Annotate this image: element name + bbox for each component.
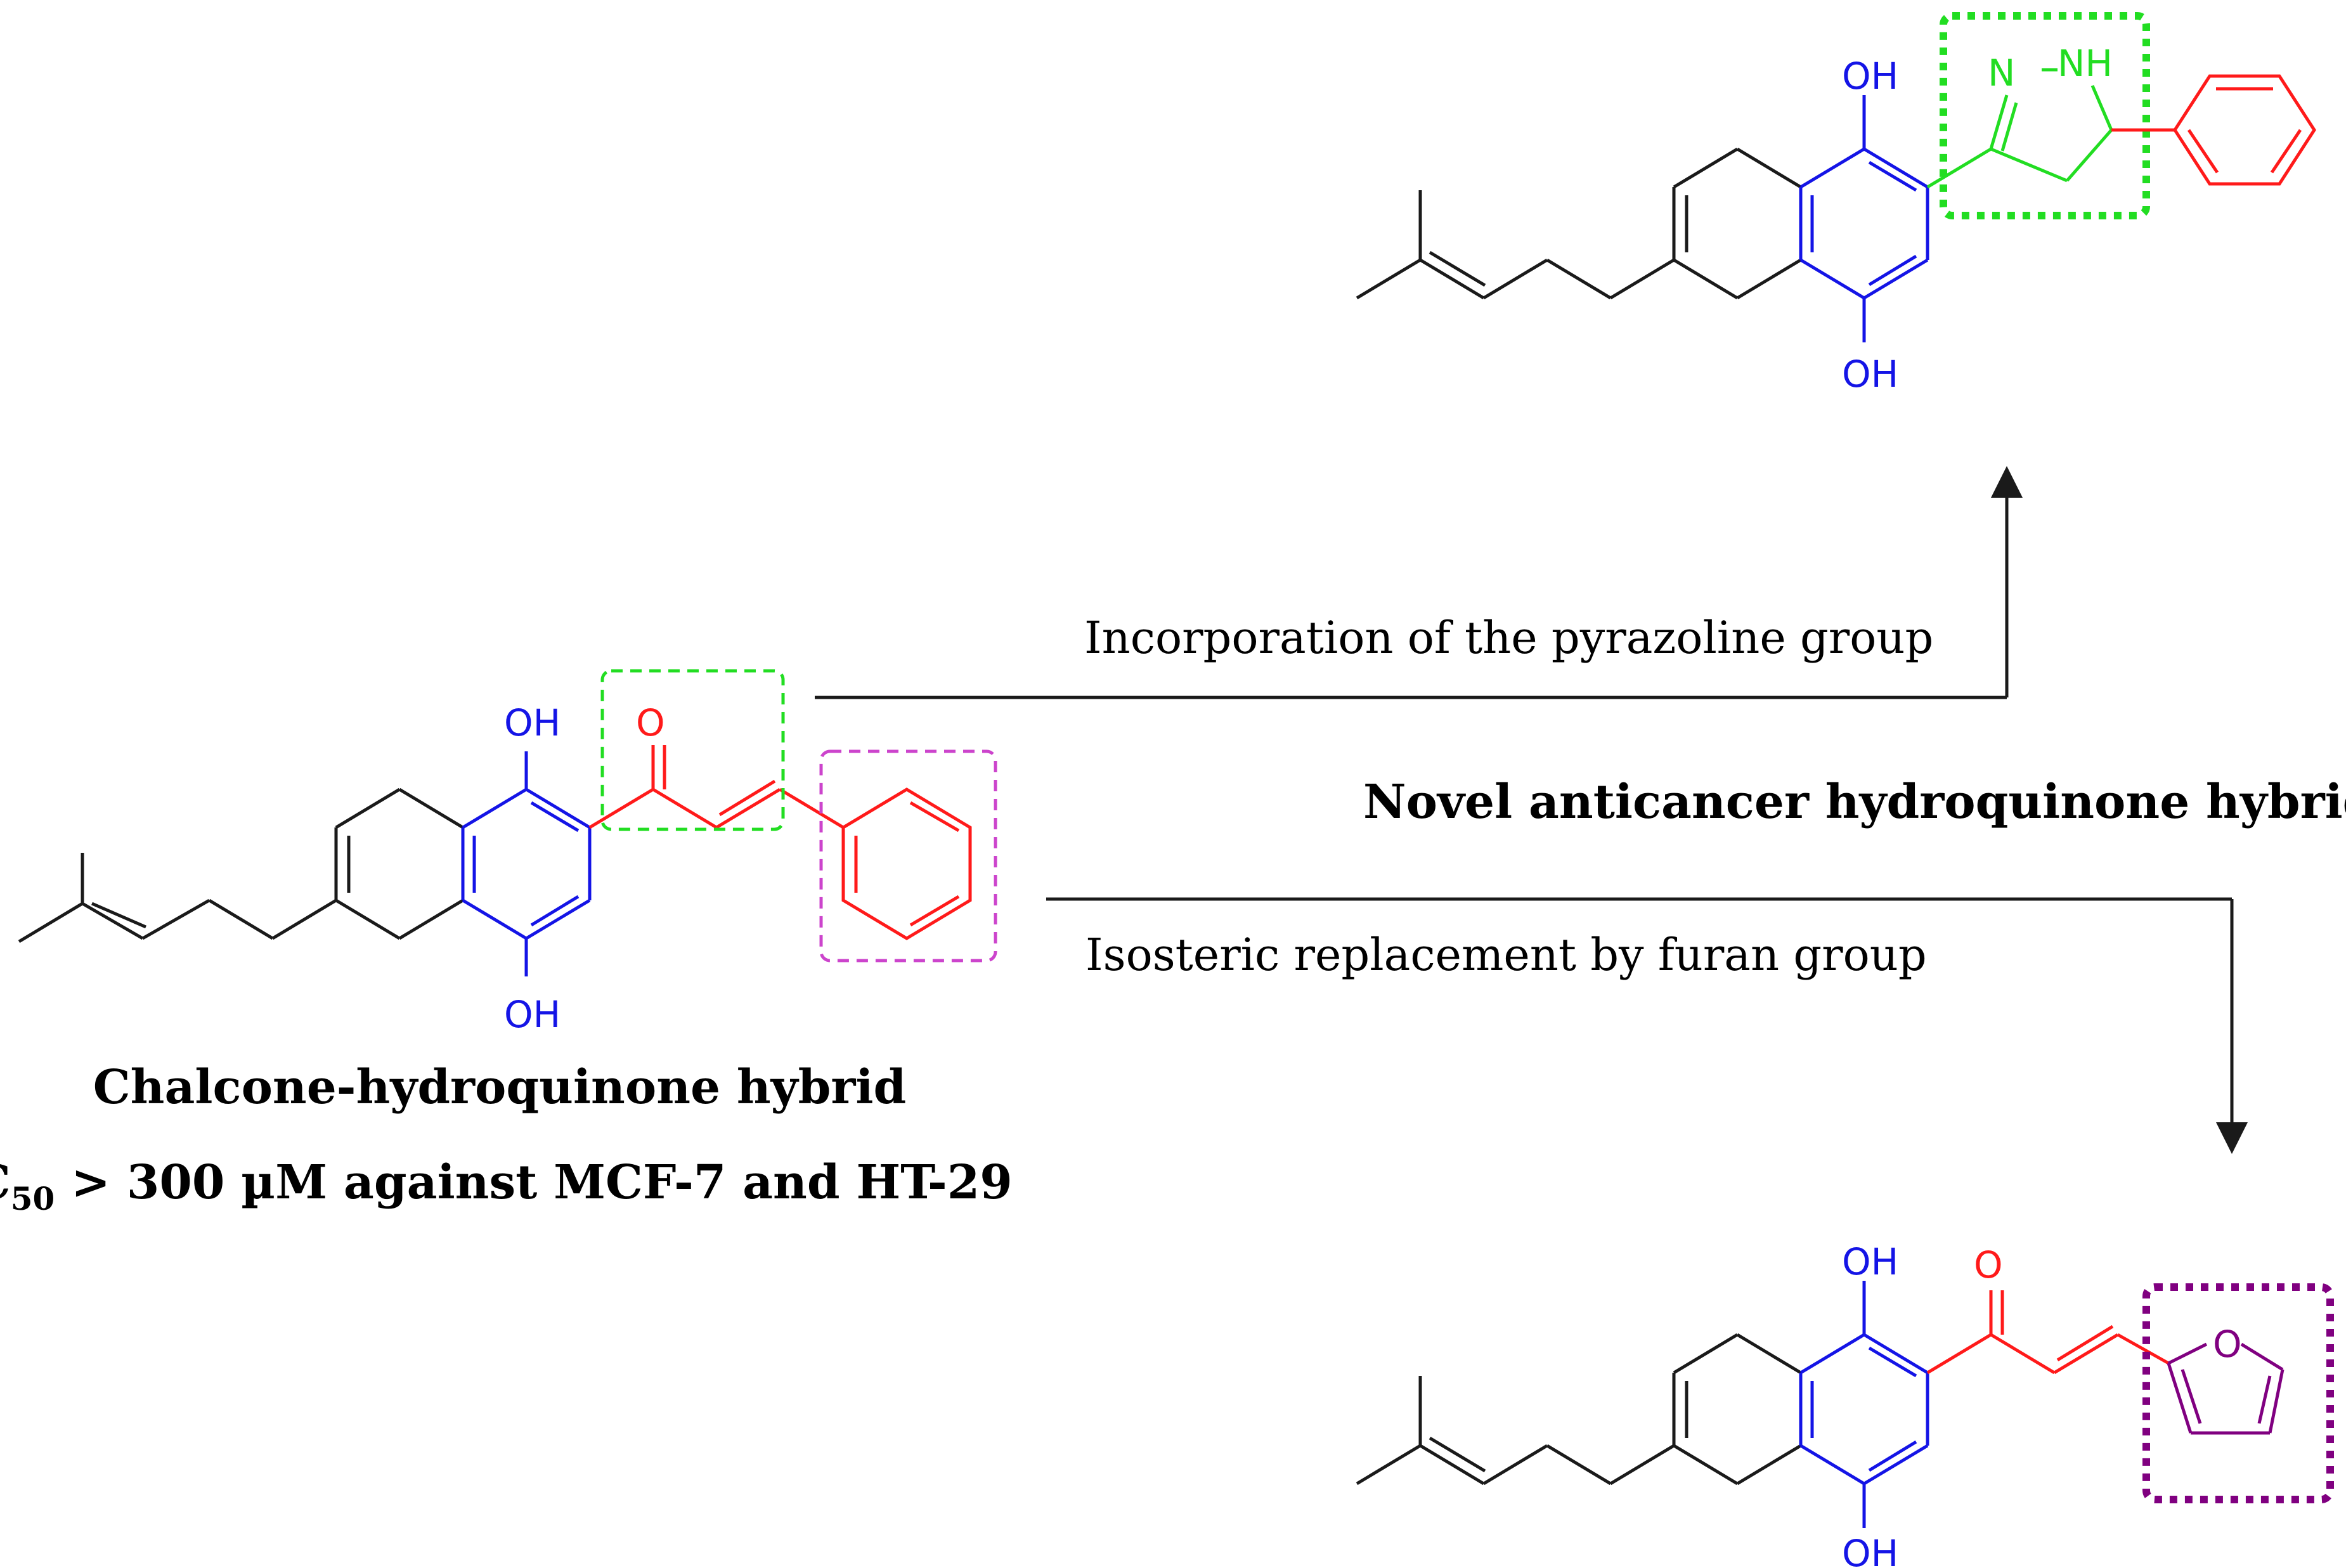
pyrazoline-arrow-label: Incorporation of the pyrazoline group (1084, 612, 1933, 664)
furan-ring (2167, 1342, 2284, 1435)
furan-highlight-box (2142, 1283, 2334, 1503)
oh-label-top-2: OH (1842, 55, 1898, 98)
pyrazoline-hybrid-structure: OH OH N NH (1356, 12, 2316, 396)
oh-label-bottom-3: OH (1842, 1532, 1898, 1568)
oh-label-top: OH (504, 701, 561, 744)
compound-name: Chalcone-hydroquinone hybrid (93, 1060, 907, 1115)
hybrids-title: Novel anticancer hydroquinone hybrids (1363, 775, 2346, 829)
enone-highlight-box (600, 669, 785, 831)
phenyl-ring (841, 787, 972, 940)
enone-linker (588, 745, 845, 829)
pyrazoline-n-label: N (1988, 51, 2015, 94)
prenyl-chain-bottom (1356, 1333, 1802, 1486)
furan-hybrid-structure: OH OH O O (1356, 1240, 2334, 1568)
oh-label-bottom: OH (504, 993, 561, 1036)
pyrazoline-ring (1926, 68, 2113, 189)
pyrazoline-nh-label: NH (2058, 42, 2113, 85)
hydroquinone-ring (461, 751, 592, 976)
hydroquinone-ring-top (1799, 95, 1929, 342)
oh-label-top-3: OH (1842, 1240, 1898, 1283)
prenyl-chain-top (1356, 147, 1802, 300)
prenyl-chain (18, 787, 464, 943)
furan-o-label: O (2213, 1323, 2242, 1366)
chalcone-hydroquinone-structure: OH OH O (18, 669, 997, 1036)
hydroquinone-ring-bottom (1799, 1281, 1929, 1528)
carbonyl-o-label-bottom: O (1974, 1243, 2003, 1286)
carbonyl-o-label: O (636, 701, 665, 744)
ic50-statement: IC50 > 300 µM against MCF-7 and HT-29 (0, 1155, 1013, 1217)
furan-arrow-label: Isosteric replacement by furan group (1086, 929, 1927, 981)
enone-linker-bottom (1926, 1290, 2170, 1375)
pyrazoline-highlight-box (1940, 12, 2150, 219)
phenyl-ring-top (2111, 74, 2316, 186)
phenyl-highlight-box (819, 749, 997, 962)
oh-label-bottom-2: OH (1842, 353, 1898, 396)
arrow-pyrazoline (815, 466, 2023, 699)
arrow-furan (1046, 897, 2248, 1154)
